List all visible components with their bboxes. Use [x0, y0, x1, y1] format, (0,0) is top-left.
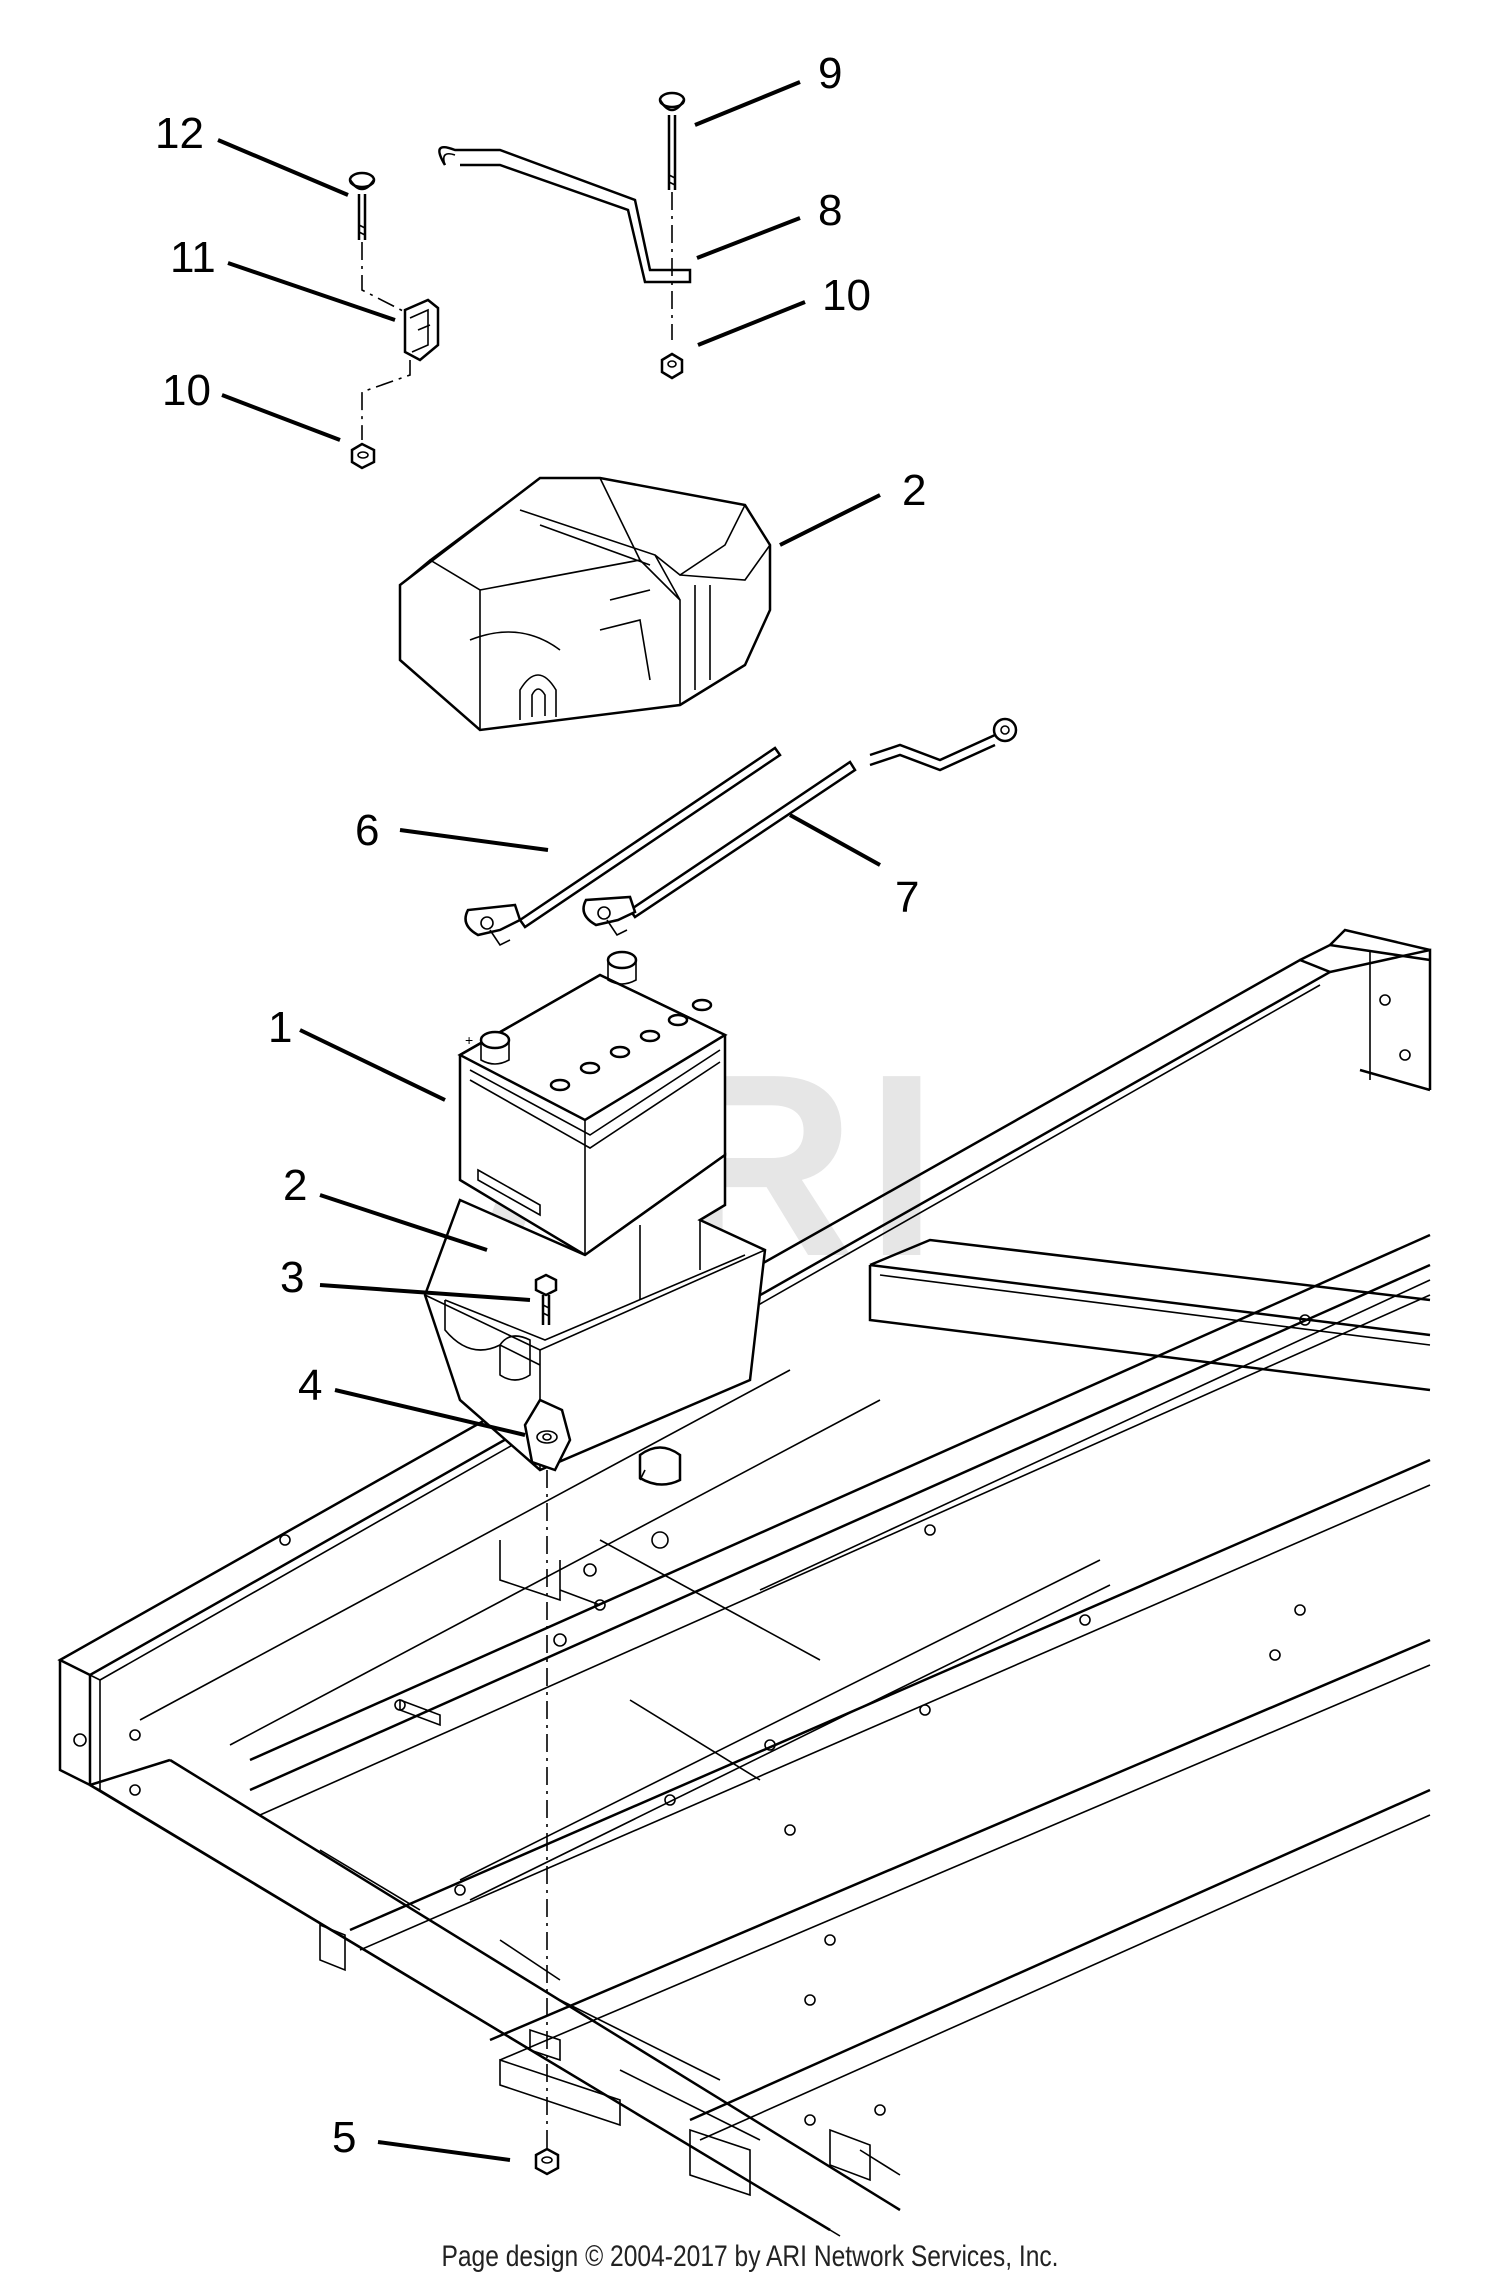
svg-text:+: + [465, 1032, 473, 1048]
callout-4: 4 [298, 1361, 322, 1410]
callout-3: 3 [280, 1253, 304, 1302]
part-6-battery-cable [464, 746, 782, 947]
callout-11: 11 [170, 233, 216, 282]
callout-5: 5 [332, 2113, 356, 2162]
callout-10-right: 10 [822, 271, 871, 320]
callout-6: 6 [355, 806, 379, 855]
leader-lines [217, 80, 881, 2162]
part-8-hold-down-strap [438, 145, 692, 284]
callout-8: 8 [818, 186, 842, 235]
part-2-battery-cover [398, 476, 772, 732]
callout-2-box: 2 [283, 1161, 307, 1210]
callout-12: 12 [155, 109, 204, 158]
callout-9: 9 [818, 49, 842, 98]
part-11-clip [403, 298, 440, 362]
part-5-nut [534, 2147, 560, 2176]
part-10-nut-right [660, 352, 684, 380]
chassis-frame [57, 928, 1432, 2237]
callout-10-left: 10 [162, 366, 211, 415]
callout-2-cover: 2 [902, 466, 926, 515]
callout-labels: 12 11 10 9 8 10 2 6 7 1 2 3 4 5 [155, 49, 926, 2162]
part-12-carriage-bolt [348, 171, 376, 240]
part-12-axis [361, 242, 406, 313]
part-10-nut-left [350, 442, 376, 470]
part-1-battery: + [457, 950, 728, 1257]
copyright-footer: Page design © 2004-2017 by ARI Network S… [441, 2240, 1059, 2273]
part-3-bolt [534, 1273, 558, 1325]
part-9-carriage-bolt [658, 91, 686, 190]
callout-1: 1 [268, 1003, 292, 1052]
callout-7: 7 [895, 873, 919, 922]
part-7-battery-cable [582, 717, 1018, 937]
part-4-clip-nut [523, 1398, 572, 1472]
part-11-axis [361, 360, 411, 440]
